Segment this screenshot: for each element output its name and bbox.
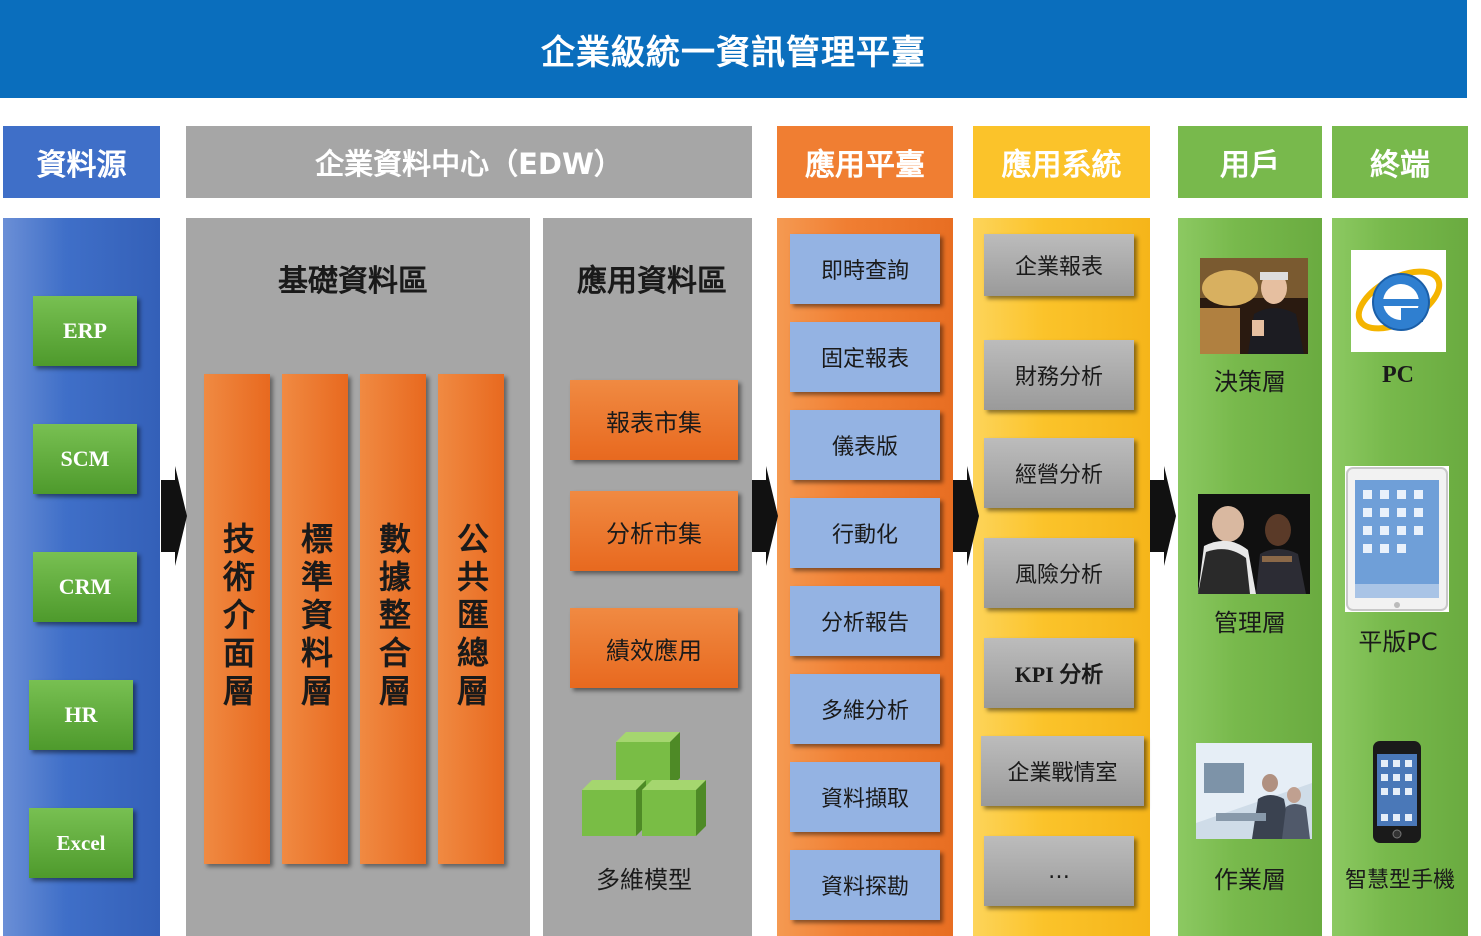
- terminal-smartphone: 智慧型手機: [1344, 868, 1455, 893]
- source-scm: SCM: [33, 424, 137, 494]
- decision-maker-photo: [1200, 258, 1308, 354]
- base-area-title: 基礎資料區: [278, 264, 428, 299]
- platform-item: 固定報表: [790, 322, 940, 392]
- platform-item: 行動化: [790, 498, 940, 568]
- platform-item: 資料探勘: [790, 850, 940, 920]
- header-users: 用戶: [1178, 126, 1322, 198]
- internet-explorer-icon: [1351, 250, 1446, 352]
- terminal-tablet: 平版PC: [1358, 628, 1438, 656]
- header-platform: 應用平臺: [777, 126, 953, 198]
- source-excel: Excel: [29, 808, 133, 878]
- cube-label: 多維模型: [596, 866, 692, 894]
- mart-report: 報表市集: [570, 380, 738, 460]
- user-operations: 作業層: [1214, 866, 1286, 894]
- manager-photo: [1198, 494, 1310, 594]
- arrow-right-icon: [953, 466, 979, 566]
- operations-photo: [1196, 743, 1312, 839]
- system-item: 企業報表: [984, 234, 1134, 296]
- user-management: 管理層: [1214, 609, 1286, 637]
- platform-item: 資料擷取: [790, 762, 940, 832]
- layer-interface: 技術介面層: [204, 374, 270, 864]
- platform-item: 多維分析: [790, 674, 940, 744]
- system-item: 企業戰情室: [981, 736, 1144, 806]
- source-erp: ERP: [33, 296, 137, 366]
- system-item: 經營分析: [984, 438, 1134, 508]
- smartphone-icon: [1373, 741, 1421, 843]
- system-item: …: [984, 836, 1134, 906]
- source-crm: CRM: [33, 552, 137, 622]
- terminal-pc: PC: [1382, 362, 1414, 388]
- header-edw: 企業資料中心（EDW）: [186, 126, 752, 198]
- pc-device: [1351, 250, 1446, 352]
- platform-item: 即時查詢: [790, 234, 940, 304]
- app-area-title: 應用資料區: [577, 264, 727, 299]
- system-item: KPI 分析: [984, 638, 1134, 708]
- arrow-right-icon: [161, 466, 187, 566]
- platform-item: 分析報告: [790, 586, 940, 656]
- layer-standard: 標準資料層: [282, 374, 348, 864]
- header-systems: 應用系統: [973, 126, 1150, 198]
- user-decision: 決策層: [1214, 368, 1286, 396]
- system-item: 財務分析: [984, 340, 1134, 410]
- layer-integration: 數據整合層: [360, 374, 426, 864]
- header-terminals: 終端: [1332, 126, 1468, 198]
- arrow-right-icon: [1150, 466, 1176, 566]
- cube-icon: [582, 732, 706, 836]
- system-item: 風險分析: [984, 538, 1134, 608]
- source-hr: HR: [29, 680, 133, 750]
- tablet-icon: [1346, 467, 1448, 611]
- mart-analysis: 分析市集: [570, 491, 738, 571]
- layer-summary: 公共匯總層: [438, 374, 504, 864]
- platform-item: 儀表版: [790, 410, 940, 480]
- phone-device: [1372, 740, 1422, 844]
- arrow-right-icon: [752, 466, 778, 566]
- page-title: 企業級統一資訊管理平臺: [0, 0, 1467, 98]
- tablet-device: [1345, 466, 1449, 612]
- header-source: 資料源: [3, 126, 160, 198]
- mart-performance: 績效應用: [570, 608, 738, 688]
